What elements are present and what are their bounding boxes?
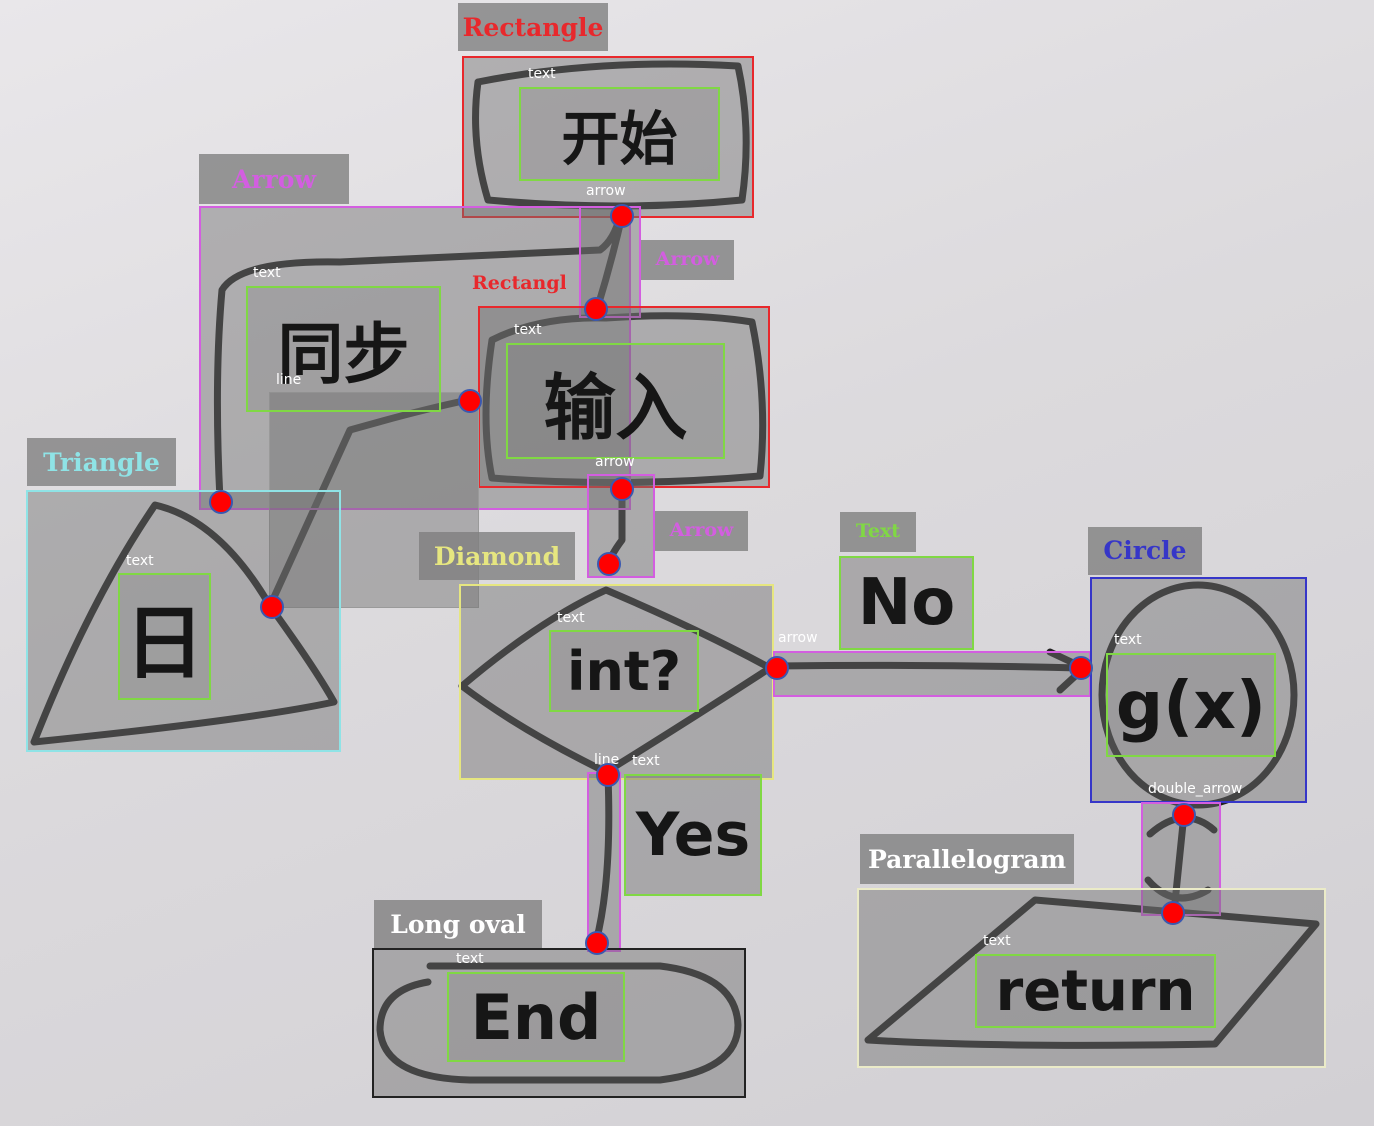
tag-text-input: text (514, 322, 542, 338)
parallelogram-region (857, 888, 1326, 1068)
text-box-start (519, 87, 720, 181)
keypoint-line-end (458, 389, 482, 413)
tag-double-arrow: double_arrow (1148, 781, 1243, 797)
text-box-function (1106, 653, 1276, 757)
keypoint-line-yes-top (596, 763, 620, 787)
keypoint-line-start (260, 595, 284, 619)
handwriting-day: 日 (124, 596, 205, 690)
keypoint-arrow-left-head (209, 490, 233, 514)
text-no-region (839, 556, 974, 650)
label-arrow-left: Arrow (199, 154, 349, 204)
text-box-step (246, 286, 441, 412)
tag-text-function: text (1114, 632, 1142, 648)
tag-arrow-no: arrow (778, 630, 818, 646)
handwriting-return: return (995, 958, 1196, 1024)
triangle-region (26, 490, 341, 752)
label-arrow-mid: Arrow (655, 511, 748, 551)
text-box-end (447, 972, 625, 1062)
keypoint-double-arrow-bottom (1161, 901, 1185, 925)
tag-text-return: text (983, 933, 1011, 949)
keypoint-arrow-no-head (1069, 656, 1093, 680)
keypoint-double-arrow-top (1172, 803, 1196, 827)
tag-text-end: text (456, 951, 484, 967)
tag-arrow-top: arrow (586, 183, 626, 199)
handwriting-function: g(x) (1115, 666, 1267, 744)
text-box-condition (549, 630, 699, 712)
handwriting-step: 同步 (277, 316, 410, 393)
yes-line-region (587, 772, 621, 952)
tag-text-day: text (126, 553, 154, 569)
arrow-left-region (199, 206, 631, 510)
tag-text-step: text (253, 265, 281, 281)
no-arrow-region (773, 651, 1091, 697)
label-circle: Circle (1088, 527, 1202, 575)
keypoint-arrow-top-head (584, 297, 608, 321)
rectangle-top-region (462, 56, 754, 218)
text-box-day (118, 573, 211, 700)
label-long-oval: Long oval (374, 900, 542, 948)
label-text-no: Text (840, 512, 916, 552)
text-box-input (506, 343, 725, 459)
label-parallelogram: Parallelogram (860, 834, 1074, 884)
text-yes-region (624, 774, 762, 896)
keypoint-line-yes-bottom (585, 931, 609, 955)
label-triangle: Triangle (27, 438, 176, 486)
diamond-region (459, 584, 774, 780)
handwriting-start: 开始 (561, 105, 678, 173)
handwriting-input: 输入 (543, 365, 688, 450)
handwriting-end: End (470, 980, 602, 1054)
keypoint-arrow-mid-head (597, 552, 621, 576)
label-diamond: Diamond (419, 532, 575, 580)
keypoint-arrow-no-tail (765, 656, 789, 680)
keypoint-arrow-mid-tail (610, 477, 634, 501)
handwriting-condition: int? (566, 639, 682, 703)
tag-line-left: line (276, 372, 302, 388)
handwriting-no: No (857, 566, 956, 640)
keypoint-arrow-top-tail (610, 204, 634, 228)
label-arrow-top: Arrow (641, 240, 734, 280)
tag-text-condition: text (557, 610, 585, 626)
label-rectangle-mid: Rectangle (472, 272, 566, 294)
handwriting-yes: Yes (635, 800, 751, 870)
tag-text-start: text (528, 66, 556, 82)
label-rectangle-top: Rectangle (458, 3, 608, 51)
tag-arrow-mid: arrow (595, 454, 635, 470)
text-box-return (975, 954, 1216, 1028)
tag-text-yes: text (632, 753, 660, 769)
